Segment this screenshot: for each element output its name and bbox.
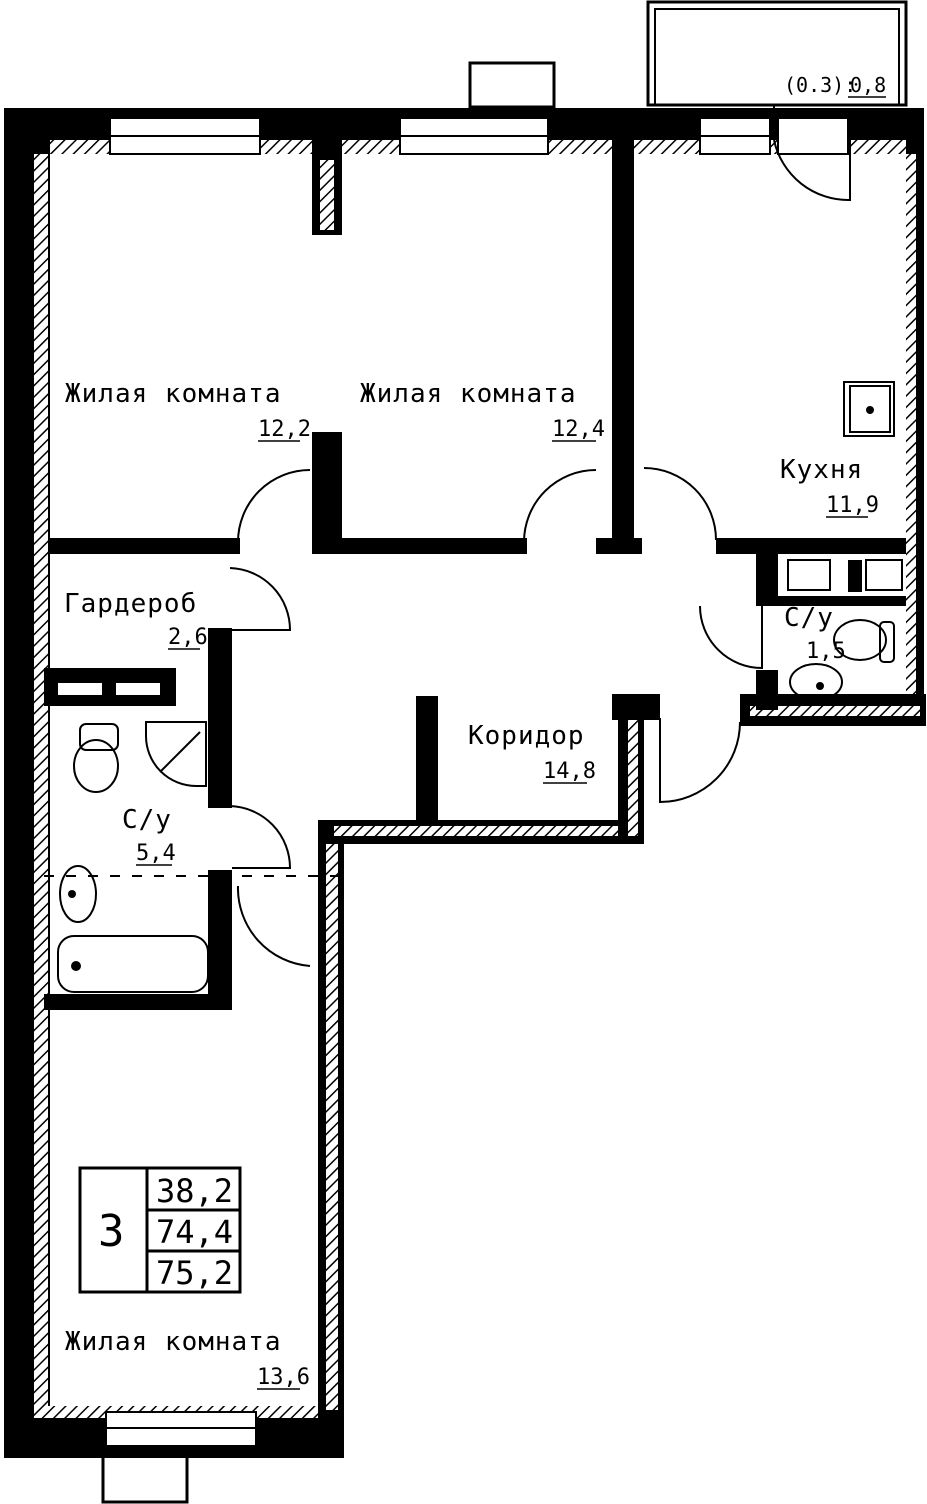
room-name-bedroom-1: Жилая комната xyxy=(65,379,282,409)
summary-rooms-count: 3 xyxy=(98,1206,125,1257)
room-area-corridor: 14,8 xyxy=(543,759,596,784)
window-sill-bottom xyxy=(101,1453,189,1504)
outer-walls xyxy=(4,108,926,1458)
room-area-wc-small: 1,5 xyxy=(806,639,846,664)
summary-total-with-balcony: 75,2 xyxy=(156,1254,233,1292)
room-area-bedroom-1: 12,2 xyxy=(258,417,311,442)
room-name-kitchen: Кухня xyxy=(780,455,863,485)
inner-walls xyxy=(44,140,906,1010)
room-area-bedroom-2: 12,4 xyxy=(552,417,605,442)
room-name-corridor: Коридор xyxy=(468,721,585,751)
room-area-bedroom-3: 13,6 xyxy=(257,1365,310,1390)
room-labels: Жилая комната 12,2 Жилая комната 12,4 Ку… xyxy=(64,73,886,1390)
fixtures xyxy=(44,381,895,993)
balcony-area: 0,8 xyxy=(850,73,886,97)
doors xyxy=(229,106,851,967)
room-name-bathroom: С/у xyxy=(122,805,172,835)
room-name-wardrobe: Гардероб xyxy=(64,589,197,619)
room-area-bathroom: 5,4 xyxy=(136,841,176,866)
room-area-kitchen: 11,9 xyxy=(826,493,879,518)
summary-living-area: 38,2 xyxy=(156,1172,233,1210)
room-name-wc-small: С/у xyxy=(784,603,834,633)
balcony-coef: (0.3): xyxy=(784,73,856,97)
window-sill-top xyxy=(468,61,556,109)
room-name-bedroom-3: Жилая комната xyxy=(65,1327,282,1357)
balcony xyxy=(646,0,908,107)
summary-box: 3 38,2 74,4 75,2 xyxy=(78,1166,242,1294)
room-name-bedroom-2: Жилая комната xyxy=(360,379,577,409)
summary-total-area: 74,4 xyxy=(156,1213,233,1251)
room-area-wardrobe: 2,6 xyxy=(168,625,208,650)
